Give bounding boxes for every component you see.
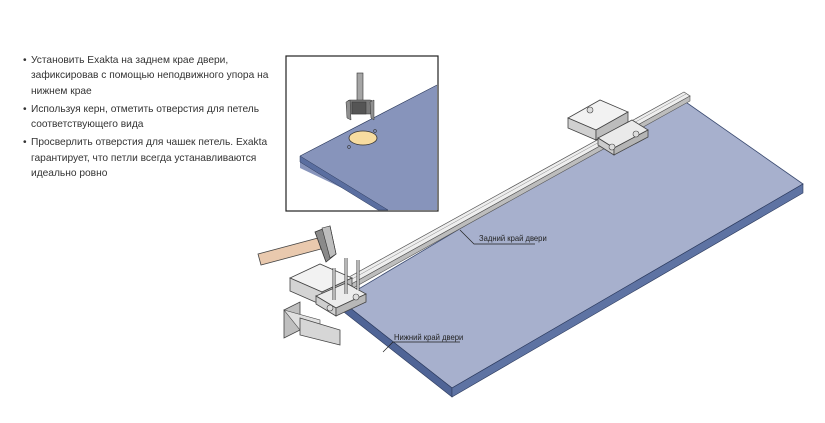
far-jig — [567, 99, 649, 156]
instructions-list: • Установить Exakta на заднем крае двери,… — [23, 53, 273, 184]
drill-bit-icon — [345, 72, 375, 121]
back-edge-label: Задний край двери — [479, 233, 547, 243]
hammer-icon — [257, 225, 337, 266]
bullet: • — [23, 137, 27, 149]
hinge-cup-hole — [348, 130, 378, 146]
instruction-text: Установить Exakta на заднем крае двери, … — [31, 55, 269, 97]
instruction-text: Просверлить отверстия для чашек петель. … — [31, 137, 268, 180]
near-jig-with-stop — [283, 258, 367, 346]
instruction-item: • Просверлить отверстия для чашек петель.… — [23, 135, 273, 181]
door-panel — [339, 97, 804, 398]
bullet: • — [23, 103, 27, 115]
detail-inset — [285, 55, 439, 212]
bullet: • — [23, 55, 27, 66]
instruction-item: • Используя керн, отметить отверстия для … — [23, 102, 273, 133]
instruction-text: Используя керн, отметить отверстия для п… — [31, 103, 260, 131]
instruction-item: • Установить Exakta на заднем крае двери,… — [23, 53, 273, 99]
back-edge-leader — [459, 229, 535, 245]
bottom-edge-label: Нижний край двери — [394, 332, 464, 342]
bottom-edge-leader — [382, 341, 460, 353]
door-panel-right-edge — [451, 183, 804, 398]
